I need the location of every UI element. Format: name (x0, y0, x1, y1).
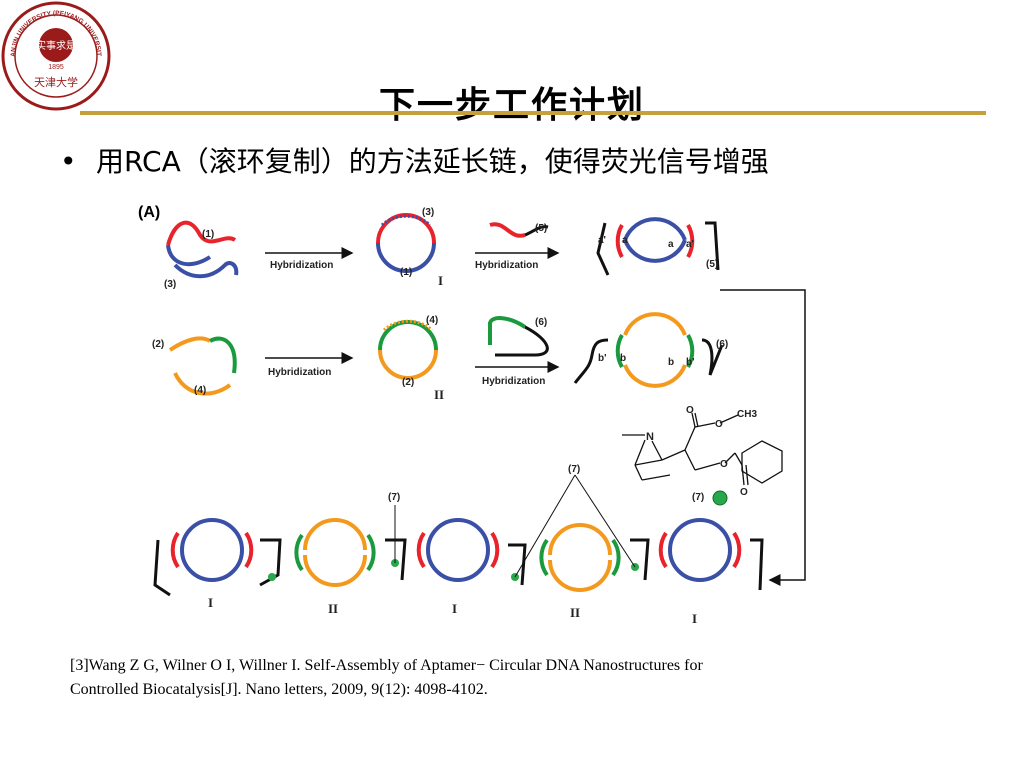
label-strand-3-b: (3) (422, 207, 434, 218)
label-b-prime-left: b' (598, 353, 607, 364)
panel-label: (A) (138, 204, 160, 221)
hybridization-label-3: Hybridization (268, 367, 331, 378)
label-strand-6: (6) (535, 317, 547, 328)
hybridization-label-4: Hybridization (482, 376, 545, 387)
label-strand-5: (5) (535, 223, 547, 234)
label-strand-2-b: (2) (402, 377, 414, 388)
label-roman-I-3: I (692, 611, 697, 626)
title-underline (80, 111, 986, 115)
rca-chain (153, 474, 764, 597)
label-a-prime-left: a' (598, 235, 606, 246)
logo-center-text: 实事求是 (36, 39, 76, 52)
chain-circle-I-2 (385, 518, 500, 582)
circle-II-with-aptamer (573, 312, 724, 388)
label-ch3: CH3 (737, 409, 757, 420)
label-strand-7-a: (7) (388, 492, 400, 503)
label-strand-6-b: (6) (716, 339, 728, 350)
label-roman-I-2: I (452, 601, 457, 616)
citation-line-2: Controlled Biocatalysis[J]. Nano letters… (70, 681, 488, 698)
pointer-line-2 (514, 474, 576, 578)
hybridization-label-1: Hybridization (270, 260, 333, 271)
label-strand-5-b: (5) (706, 259, 718, 270)
strand-2-green (209, 336, 237, 374)
cocaine-molecule (622, 412, 783, 486)
bullet-marker: • (60, 145, 77, 178)
label-strand-7-legend: (7) (692, 492, 704, 503)
label-b-right: b (668, 357, 674, 368)
logo-year: 1895 (48, 64, 64, 71)
label-strand-3: (3) (164, 279, 176, 290)
label-roman-II-top: II (434, 387, 444, 402)
strand-5-red (489, 222, 526, 238)
label-a-prime-right: a' (686, 239, 694, 250)
label-o-carbonyl: O (686, 405, 694, 416)
circle-I (376, 213, 436, 273)
strand-4-orange (173, 372, 232, 396)
label-strand-1-b: (1) (400, 267, 412, 278)
circle-I-with-aptamer (596, 217, 720, 276)
connector-arrow (720, 289, 806, 586)
chain-circle-I-1 (153, 518, 254, 597)
rca-scheme-figure: (A) (1) (3) Hybridization (3) (1) I (5) … (138, 204, 806, 626)
strand-6-green (488, 316, 527, 345)
label-o-benzoyl: O (720, 459, 728, 470)
label-roman-II-2: II (570, 605, 580, 620)
label-b-left: b (620, 353, 626, 364)
label-strand-1: (1) (202, 229, 214, 240)
slide-title: 下一步工作计划 (378, 85, 645, 126)
cocaine-sphere-icon (712, 490, 728, 506)
label-roman-I-top: I (438, 273, 443, 288)
label-strand-2: (2) (152, 339, 164, 350)
reference-citation: [3]Wang Z G, Wilner O I, Willner I. Self… (70, 654, 950, 702)
label-strand-4-b: (4) (426, 315, 438, 326)
chain-circle-I-3 (630, 518, 764, 591)
strand-6-black (495, 325, 549, 357)
label-roman-II-1: II (328, 601, 338, 616)
label-o-benzoyl-2: O (740, 487, 748, 498)
strand-5-black (524, 225, 549, 237)
pointer-line-3 (574, 474, 636, 568)
chain-circle-II-1 (259, 518, 376, 587)
bound-cocaine-1 (268, 573, 276, 581)
label-roman-I-1: I (208, 595, 213, 610)
label-n: N (646, 431, 654, 443)
label-strand-4: (4) (194, 385, 206, 396)
strand-1-red (166, 220, 237, 246)
chain-circle-II-2 (508, 523, 621, 592)
hybridization-label-2: Hybridization (475, 260, 538, 271)
label-o-ester: O (715, 419, 723, 430)
bullet-point: • 用RCA（滚环复制）的方法延长链，使得荧光信号增强 (60, 140, 769, 180)
bullet-text: 用RCA（滚环复制）的方法延长链，使得荧光信号增强 (96, 145, 769, 178)
citation-line-1: [3]Wang Z G, Wilner O I, Willner I. Self… (70, 657, 703, 674)
label-strand-7-b: (7) (568, 464, 580, 475)
label-a-right: a (668, 239, 674, 250)
label-b-prime-right: b' (686, 357, 695, 368)
university-logo: 实事求是 1895 天津大学 TIANJIN UNIVERSITY (PEIYA… (0, 0, 111, 111)
strand-2-orange (168, 336, 212, 352)
strand-1-blue (166, 244, 212, 267)
strand-3-blue (173, 261, 239, 279)
label-a-left: a (622, 235, 628, 246)
circle-II (378, 319, 438, 380)
logo-bottom-text: 天津大学 (34, 75, 78, 89)
